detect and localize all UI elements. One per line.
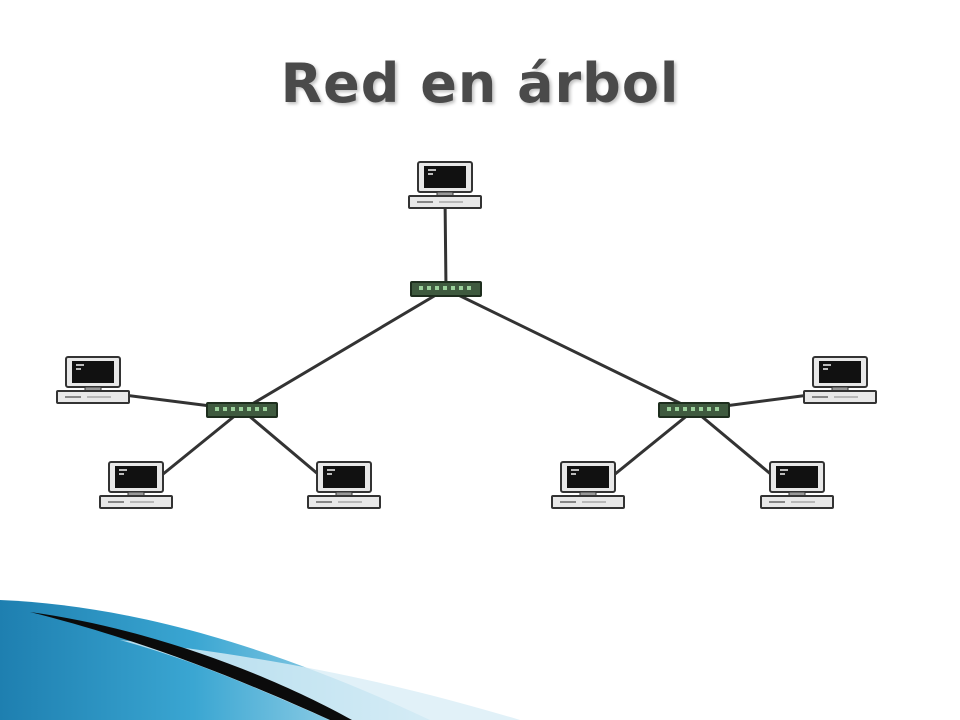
link-hub-root-hub-right xyxy=(444,287,696,412)
swoosh-light xyxy=(120,640,520,720)
slide-title: Red en árbol xyxy=(280,52,680,115)
link-pc-top-hub-root xyxy=(443,194,448,291)
swoosh-dark xyxy=(30,612,352,720)
link-hub-root-hub-left xyxy=(240,287,448,412)
